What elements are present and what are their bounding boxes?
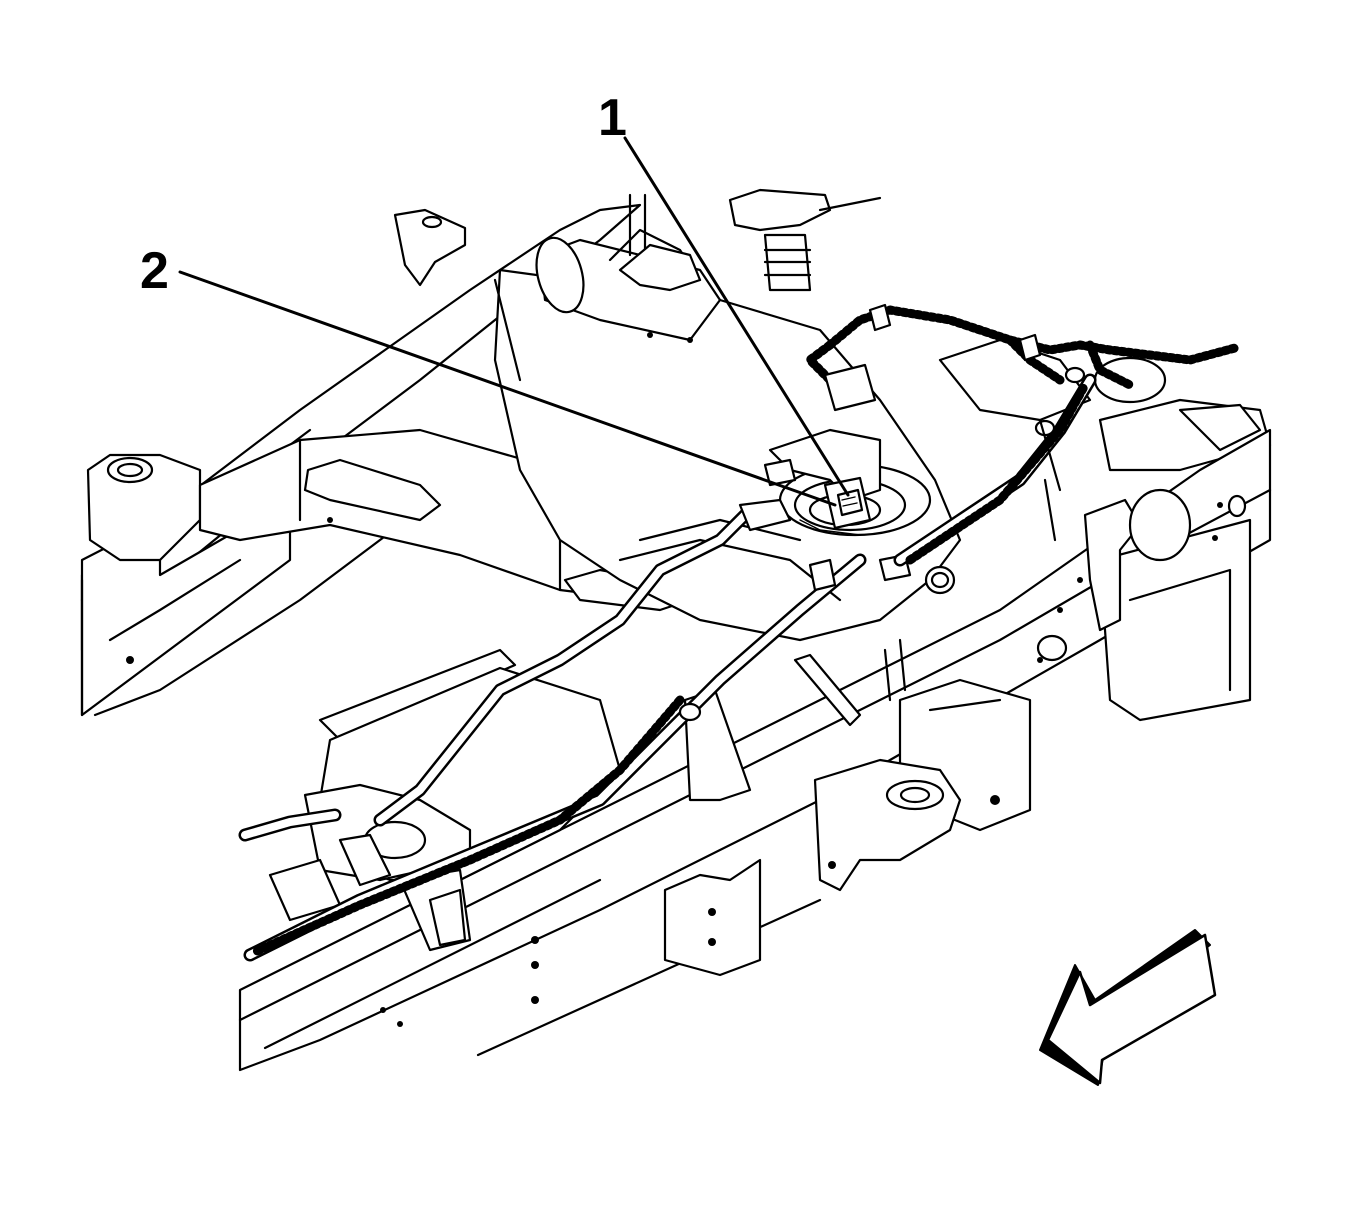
right-frame-rail	[238, 428, 1272, 1072]
left-rear-bracket	[393, 208, 467, 287]
front-direction-arrow-icon	[1039, 929, 1217, 1086]
rear-shock-bumper	[618, 188, 882, 292]
callout-2: 2	[140, 242, 837, 507]
callout-2-leader-line	[178, 270, 837, 507]
misc-brackets	[883, 418, 1062, 702]
right-tow-hook-bracket	[813, 678, 1032, 892]
callout-1-leader-line	[623, 136, 850, 497]
left-crossmember-end	[86, 453, 202, 562]
fuel-pump-electrical-connector	[763, 428, 882, 530]
callout-2-label: 2	[140, 242, 169, 300]
callout-1: 1	[598, 89, 850, 497]
rear-axle-area	[938, 338, 1272, 472]
wiring-harness	[805, 303, 1240, 412]
rail-bracket-lower	[663, 653, 862, 977]
fuel-lines	[243, 366, 1097, 962]
right-rear-hanger	[1083, 488, 1192, 632]
callout-1-label: 1	[598, 89, 627, 147]
